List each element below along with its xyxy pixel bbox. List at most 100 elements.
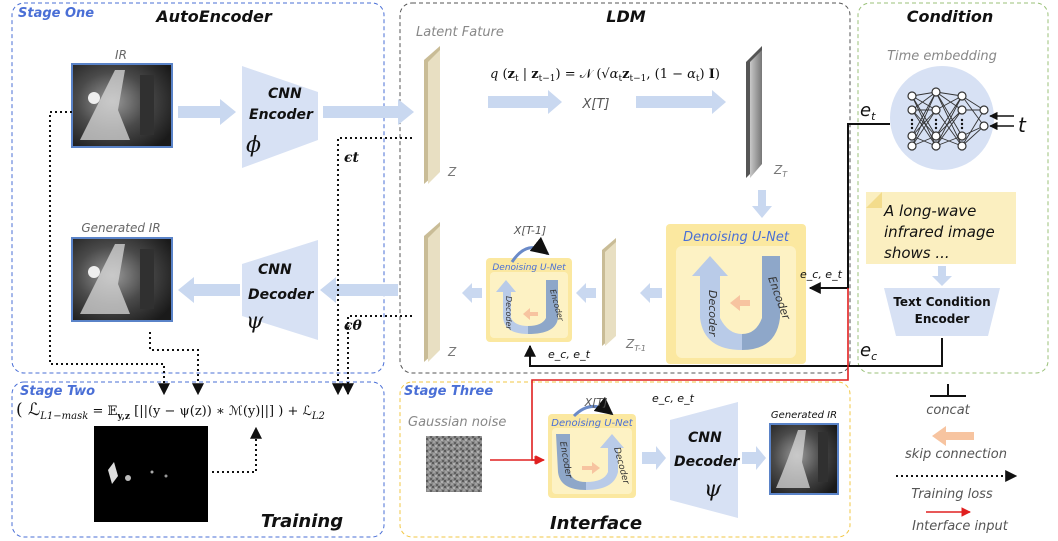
encoder-title-2: Encoder [249, 107, 314, 123]
svg-text:q (zt | zt−1) = 𝒩 (√αtzt−1, (: q (zt | zt−1) = 𝒩 (√αtzt−1, (1 − αt) I) [490, 67, 720, 84]
encoder-symbol: ϕ [246, 133, 261, 158]
ec-text: e [860, 340, 871, 361]
cnn-encoder-block: CNN Encoder ϕ [242, 66, 318, 168]
latent-zt [746, 46, 762, 178]
zt1-sub: T-1 [634, 344, 646, 353]
interface-loop-arrow [572, 396, 614, 418]
latent-zt1 [602, 238, 616, 346]
training-loss-mask [212, 426, 262, 473]
zt-base: Z [773, 163, 783, 177]
prompt-line-1: A long-wave [883, 202, 976, 220]
legend-skip-connection: skip connection [905, 426, 1007, 462]
stage-two-frame [11, 381, 385, 538]
legend: concat skip connection Training loss Int… [896, 384, 1018, 534]
small-unet-title: Denoising U-Net [492, 263, 566, 273]
latent-z-bottom [424, 222, 440, 362]
zt-sub: T [782, 170, 788, 179]
decoder-title-2: Decoder [248, 287, 315, 303]
encoder-title-1: CNN [268, 86, 302, 102]
generated-ir-label: Generated IR [81, 221, 160, 235]
time-embedding-network [890, 66, 994, 170]
ec-et-bottom-label: e_c, e_t [548, 348, 591, 361]
legend-concat-text: concat [926, 403, 970, 418]
prompt-line-3: shows ... [884, 244, 950, 262]
arrow-zt-to-unet [752, 190, 772, 218]
stage-two-label: Stage Two [20, 384, 95, 399]
arrow-zt1-to-small-unet [576, 283, 596, 303]
ir-label: IR [115, 48, 127, 62]
training-loss-generated [149, 332, 204, 396]
text-condition-encoder: Text Condition Encoder [884, 288, 1000, 336]
small-unet-skip-arrow [523, 308, 538, 320]
et-sub: t [871, 110, 876, 123]
time-embedding-label: Time embedding [887, 49, 997, 64]
ldm-title: LDM [606, 7, 645, 26]
eps-theta-label: ϵθ [344, 318, 363, 334]
interface-unet-skip-arrow [582, 462, 600, 474]
zt1-base: Z [625, 337, 635, 351]
big-unet-skip-arrow [730, 295, 750, 311]
prompt-line-2: infrared image [884, 223, 995, 241]
loss-sub: L1−mask [39, 411, 88, 422]
t-label: t [1018, 113, 1027, 137]
condition-frame [857, 2, 1049, 374]
loop-arrow [510, 236, 550, 263]
big-unet-decoder-label: Decoder [706, 290, 719, 338]
decoder-symbol: ψ [246, 309, 264, 334]
xt1-label: X[T-1] [513, 224, 546, 237]
xt-label: X[T] [582, 97, 610, 112]
arrow-unet-to-interface-decoder [642, 446, 666, 470]
latent-feature-label: Latent Fature [416, 25, 504, 40]
legend-interface-input: Interface input [912, 507, 1009, 534]
interface-generated-ir-label: Generated IR [771, 410, 837, 421]
interface-unet-block: Denoising U-Net Encoder Decoder [548, 414, 636, 498]
ec-wire [524, 338, 943, 367]
et-label: et [860, 100, 876, 123]
decoder-title-1: CNN [258, 262, 292, 278]
loss-mid: = 𝔼 [88, 404, 117, 419]
arrow-z-to-decoder [320, 277, 398, 303]
ir-image [71, 63, 173, 148]
arrow-unet-to-zt1 [640, 283, 662, 303]
interface-decoder-title-2: Decoder [674, 454, 741, 470]
condition-title: Condition [907, 7, 994, 26]
text-encoder-line-2: Encoder [915, 312, 970, 326]
legend-training-loss: Training loss [896, 470, 1018, 502]
mask-image [94, 426, 208, 522]
arrow-interface-decoder-to-output [742, 446, 766, 470]
arrow-diffusion-2 [636, 90, 726, 114]
small-unet-block: Denoising U-Net Decoder Encoder [486, 258, 572, 342]
arrow-encoder-to-latent [323, 99, 414, 125]
et-text: e [860, 100, 871, 121]
ec-sub: c [871, 350, 877, 363]
gaussian-noise-image [426, 436, 482, 492]
cnn-decoder-block: CNN Decoder ψ [242, 240, 318, 340]
big-unet-block: Denoising U-Net Decoder Encoder [666, 224, 806, 364]
small-unet-decoder-label: Decoder [504, 296, 513, 330]
interface-generated-ir-image [769, 423, 839, 495]
interface-decoder-symbol: ψ [704, 477, 722, 502]
loss-e-sub: y,z [116, 412, 130, 422]
arrow-small-unet-to-z [462, 283, 482, 303]
svg-text:( ℒL1−mask = 𝔼y,z [||(y − ψ(z: ( ℒL1−mask = 𝔼y,z [||(y − ψ(z)) ∗ ℳ(y)||… [16, 400, 325, 422]
stage-one-frame [11, 2, 385, 374]
text-prompt-note: A long-wave infrared image shows ... [866, 192, 1016, 264]
zt-label: ZT [773, 163, 788, 179]
latent-z-top [424, 46, 440, 184]
ec-et-right-label: e_c, e_t [800, 268, 843, 281]
stage-one-label: Stage One [18, 6, 94, 21]
loss-l2-sub: L2 [311, 411, 325, 422]
gaussian-noise-label: Gaussian noise [408, 415, 506, 430]
arrow-prompt-to-encoder [932, 266, 952, 286]
legend-concat: concat [926, 384, 971, 418]
text-encoder-line-1: Text Condition [893, 295, 990, 309]
legend-interface-text: Interface input [912, 519, 1009, 534]
legend-skip-text: skip connection [905, 447, 1007, 462]
training-loss-eps-theta [342, 315, 412, 396]
training-title: Training [261, 511, 343, 532]
z-top-label: Z [447, 165, 457, 179]
zt1-label: ZT-1 [625, 337, 646, 353]
training-loss-eps-t [332, 137, 412, 396]
arrow-diffusion-1 [488, 90, 562, 114]
interface-decoder-block: CNN Decoder ψ [670, 402, 741, 518]
